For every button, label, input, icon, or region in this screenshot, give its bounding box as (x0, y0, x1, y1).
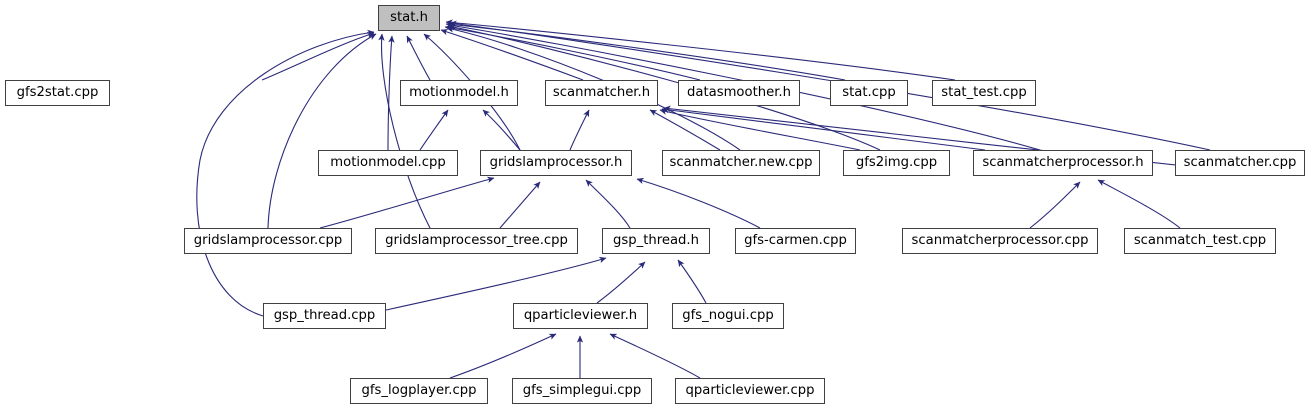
graph-node-scanmatcher-cpp[interactable]: scanmatcher.cpp (1175, 150, 1305, 176)
graph-node-label: gfs_logplayer.cpp (361, 383, 477, 399)
graph-node-gfs2img-cpp[interactable]: gfs2img.cpp (843, 150, 950, 176)
graph-node-gridslamprocessor-h[interactable]: gridslamprocessor.h (480, 150, 632, 176)
graph-edge (1097, 179, 1181, 229)
graph-node-label: qparticleviewer.cpp (685, 383, 815, 399)
graph-node-label: gfs_simplegui.cpp (522, 383, 642, 399)
graph-node-label: gridslamprocessor_tree.cpp (385, 233, 568, 249)
graph-edge (406, 35, 431, 81)
graph-node-datasmoother-h[interactable]: datasmoother.h (678, 80, 800, 106)
graph-node-label: gfs2stat.cpp (16, 85, 99, 101)
graph-node-label: stat.h (390, 10, 428, 26)
graph-node-stat-test-cpp[interactable]: stat_test.cpp (932, 80, 1036, 106)
graph-edge (569, 109, 590, 151)
graph-edge (659, 108, 861, 151)
graph-node-qparticleviewer-cpp[interactable]: qparticleviewer.cpp (675, 378, 825, 404)
graph-edge (649, 109, 721, 151)
graph-node-label: scanmatch_test.cpp (1133, 233, 1267, 249)
graph-node-label: scanmatcher.h (552, 85, 651, 101)
graph-node-label: scanmatcher.new.cpp (669, 155, 813, 171)
graph-node-scanmatcher-new-cpp[interactable]: scanmatcher.new.cpp (662, 150, 820, 176)
graph-edge (419, 109, 449, 151)
graph-node-gfs-nogui-cpp[interactable]: gfs_nogui.cpp (672, 303, 784, 329)
graph-node-label: gfs2img.cpp (855, 155, 938, 171)
graph-node-gfs-logplayer-cpp[interactable]: gfs_logplayer.cpp (350, 378, 488, 404)
graph-edge (663, 105, 1241, 173)
graph-node-scanmatcherprocessor-cpp[interactable]: scanmatcherprocessor.cpp (902, 228, 1098, 254)
graph-node-label: motionmodel.h (409, 85, 509, 101)
graph-edge (449, 333, 557, 379)
graph-edge (447, 24, 881, 151)
graph-edge (267, 33, 377, 229)
graph-node-label: motionmodel.cpp (330, 155, 446, 171)
graph-node-gsp-thread-cpp[interactable]: gsp_thread.cpp (263, 303, 386, 329)
graph-node-label: gsp_thread.h (613, 233, 699, 249)
graph-node-label: gridslamprocessor.h (489, 155, 623, 171)
graph-edge (387, 35, 395, 151)
graph-edge (196, 29, 375, 317)
graph-node-label: stat.cpp (842, 85, 896, 101)
graph-edge (1029, 181, 1081, 229)
graph-node-gridslamprocessor-tree-cpp[interactable]: gridslamprocessor_tree.cpp (375, 228, 578, 254)
graph-node-gfs-carmen-cpp[interactable]: gfs-carmen.cpp (735, 228, 856, 254)
graph-edge (482, 109, 521, 151)
graph-edge (445, 21, 846, 81)
graph-edge (609, 333, 701, 379)
graph-node-label: scanmatcherprocessor.cpp (911, 233, 1089, 249)
graph-node-stat-h[interactable]: stat.h (378, 5, 440, 31)
graph-node-label: scanmatcher.cpp (1183, 155, 1297, 171)
graph-edge (661, 106, 986, 151)
graph-edge (445, 19, 956, 81)
graph-edge (440, 29, 584, 81)
graph-edge (448, 22, 1041, 151)
graph-node-gsp-thread-h[interactable]: gsp_thread.h (602, 228, 710, 254)
graph-node-gfs-simplegui-cpp[interactable]: gfs_simplegui.cpp (512, 378, 652, 404)
graph-edge (499, 181, 541, 229)
graph-edge (378, 33, 431, 229)
graph-node-motionmodel-cpp[interactable]: motionmodel.cpp (318, 150, 458, 176)
graph-node-label: qparticleviewer.h (523, 308, 638, 324)
graph-edge (677, 259, 707, 304)
graph-node-label: gsp_thread.cpp (273, 308, 376, 324)
graph-edge (444, 24, 701, 81)
graph-edge (449, 20, 1211, 151)
graph-node-scanmatcher-h[interactable]: scanmatcher.h (545, 80, 658, 106)
graph-edge (596, 261, 646, 304)
graph-node-qparticleviewer-h[interactable]: qparticleviewer.h (513, 303, 648, 329)
graph-edge (385, 256, 607, 311)
graph-edge (319, 176, 495, 229)
graph-node-gfs2stat-cpp[interactable]: gfs2stat.cpp (5, 80, 110, 106)
graph-node-label: datasmoother.h (687, 85, 791, 101)
graph-node-motionmodel-h[interactable]: motionmodel.h (400, 80, 518, 106)
graph-node-scanmatch-test-cpp[interactable]: scanmatch_test.cpp (1124, 228, 1276, 254)
graph-node-label: gfs_nogui.cpp (682, 308, 774, 324)
graph-node-scanmatcherprocessor-h[interactable]: scanmatcherprocessor.h (973, 150, 1153, 176)
graph-node-gridslamprocessor-cpp[interactable]: gridslamprocessor.cpp (184, 228, 352, 254)
graph-edge (636, 177, 761, 229)
graph-edge (585, 179, 631, 229)
graph-node-label: scanmatcherprocessor.h (982, 155, 1144, 171)
graph-node-label: gfs-carmen.cpp (744, 233, 847, 249)
graph-node-label: gridslamprocessor.cpp (193, 233, 343, 249)
graph-edge (261, 31, 375, 81)
graph-node-label: stat_test.cpp (941, 85, 1027, 101)
graph-node-stat-cpp[interactable]: stat.cpp (830, 80, 908, 106)
